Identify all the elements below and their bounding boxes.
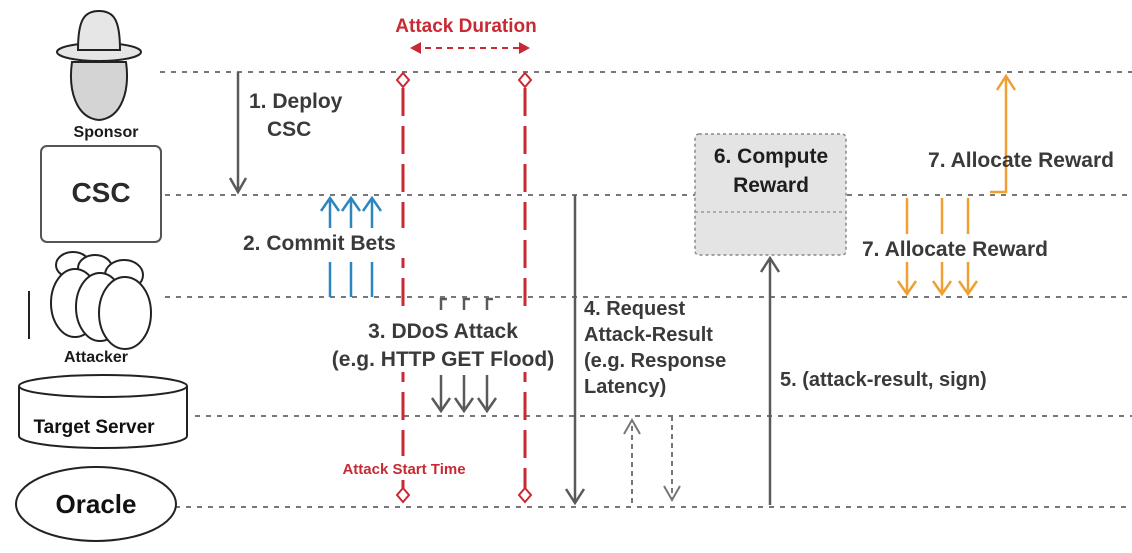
step4-label-line4: Latency) — [584, 376, 666, 398]
step7-lower-label-bg — [860, 234, 1082, 262]
csc-actor: CSC — [40, 145, 162, 243]
step1-deploy-csc: 1. Deploy CSC — [228, 72, 343, 195]
ddos-arrowhead-1 — [430, 397, 452, 414]
target-server-cylinder — [18, 386, 188, 449]
bet-arrowhead-2 — [340, 195, 362, 212]
attacker-body-3 — [98, 276, 152, 350]
bet-arrowhead-1 — [319, 195, 341, 212]
attack-start-time-label: Attack Start Time — [342, 461, 465, 478]
step2-label: 2. Commit Bets — [243, 232, 396, 255]
attacker-reward-arrowhead-2 — [931, 280, 953, 297]
sponsor-label: Sponsor — [74, 124, 139, 141]
step1-label-line1: 1. Deploy — [249, 90, 343, 113]
compute-reward-box — [694, 133, 847, 256]
ddos-bracket-1 — [439, 297, 447, 310]
step3-label-bg — [312, 316, 574, 372]
sponsor-reward-arrowhead — [995, 73, 1017, 91]
step5-attack-result: 5. (attack-result, sign) — [759, 255, 987, 505]
sponsor-hat-crown — [76, 9, 122, 51]
step2-label-bg — [240, 228, 418, 258]
ddos-bracket-3 — [485, 297, 493, 310]
target-server-actor: Target Server — [18, 374, 188, 449]
ddos-bracket-2 — [462, 297, 470, 310]
step3-label-line2: (e.g. HTTP GET Flood) — [332, 348, 554, 371]
sponsor-head-body — [70, 61, 128, 122]
attack-start-bottom-diamond — [395, 486, 411, 504]
step3-label-line1: 3. DDoS Attack — [368, 320, 518, 343]
step4-arrowhead — [564, 488, 586, 506]
attack-duration-arrowhead-left — [410, 42, 421, 54]
csc-label: CSC — [71, 177, 130, 208]
step6-label-line1: 6. Compute — [714, 145, 828, 168]
oracle-label: Oracle — [56, 489, 137, 519]
oracle-probe-arrows — [623, 416, 681, 503]
step7-lower-label: 7. Allocate Reward — [862, 238, 1048, 261]
bet-arrowhead-3 — [361, 195, 383, 212]
attacker-actor: Attacker — [28, 251, 152, 366]
sponsor-reward-arrow — [990, 76, 1008, 194]
step5-arrowhead — [759, 255, 781, 273]
sponsor-actor: Sponsor — [56, 9, 142, 141]
attack-start-time-bg — [328, 456, 480, 480]
attack-duration-group: Attack Duration Attack Start Time — [328, 16, 537, 504]
step6-label-line2: Reward — [733, 174, 809, 197]
target-server-top — [18, 374, 188, 398]
oracle-ellipse — [15, 466, 177, 542]
step1-arrowhead — [228, 177, 248, 195]
csc-box — [40, 145, 162, 243]
step3-ddos-attack — [430, 297, 498, 414]
oracle-actor: Oracle — [15, 466, 177, 542]
step1-label-line2: CSC — [267, 118, 311, 141]
step4-label-line3: (e.g. Response — [584, 350, 726, 372]
attacker-label: Attacker — [64, 349, 128, 366]
attack-duration-label: Attack Duration — [395, 16, 536, 37]
step4-label-line1: 4. Request — [584, 298, 685, 320]
lifelines — [160, 71, 1132, 508]
attack-end-top-diamond — [517, 71, 533, 89]
step6-compute-reward: 6. Compute Reward — [694, 133, 847, 256]
probe-arrowhead-down — [663, 485, 681, 503]
attack-end-bottom-diamond — [517, 486, 533, 504]
target-server-label: Target Server — [33, 417, 155, 438]
step4-label-line2: Attack-Result — [584, 324, 713, 346]
probe-arrowhead-up — [623, 417, 641, 435]
ddos-arrowhead-3 — [476, 397, 498, 414]
step7-upper-label: 7. Allocate Reward — [928, 149, 1114, 172]
ddos-arrowhead-2 — [453, 397, 475, 414]
step2-commit-bets — [319, 195, 383, 297]
step4-request: 4. Request Attack-Result (e.g. Response … — [564, 195, 726, 506]
step5-label: 5. (attack-result, sign) — [780, 369, 987, 391]
attack-duration-arrowhead-right — [519, 42, 530, 54]
attack-start-top-diamond — [395, 71, 411, 89]
attacker-reward-arrowhead-3 — [957, 280, 979, 297]
attacker-reward-arrowhead-1 — [896, 280, 918, 297]
